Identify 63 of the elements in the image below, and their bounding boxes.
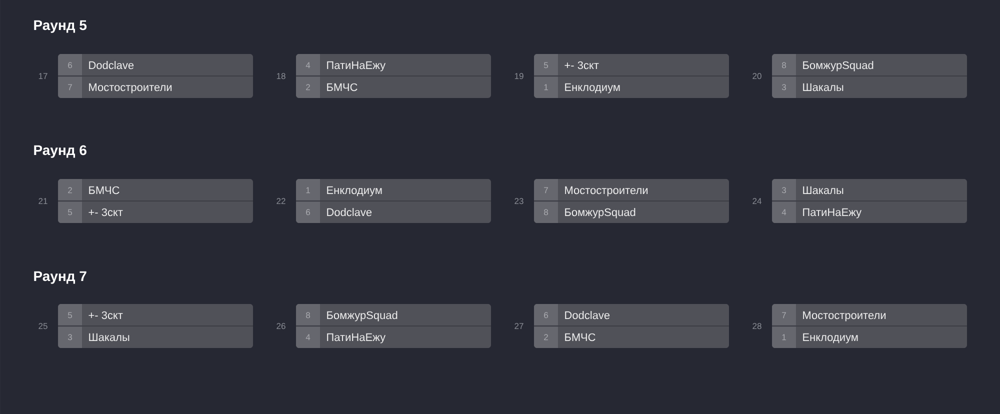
- team-name: БМЧС: [327, 83, 358, 92]
- team-name: Шакалы: [803, 83, 844, 92]
- seed-cell: 1: [296, 179, 320, 200]
- match-number: 25: [38, 323, 48, 330]
- match-number: 24: [752, 198, 762, 204]
- round-heading: Раунд 5: [34, 20, 87, 33]
- seed-cell: 4: [296, 326, 320, 348]
- team-name: Шакалы: [89, 333, 130, 342]
- seed-cell: 7: [534, 179, 558, 200]
- match-number: 20: [752, 73, 762, 80]
- team-name: ПатиНаЕжу: [803, 208, 862, 218]
- team-name: БомжурSquad: [565, 208, 636, 218]
- match-number: 23: [514, 198, 524, 204]
- seed-cell: 6: [296, 202, 320, 223]
- team-name: БМЧС: [89, 186, 120, 194]
- match-number: 22: [276, 198, 286, 204]
- team-name: ПатиНаЕжу: [327, 333, 386, 344]
- team-name: Мостостроители: [89, 83, 172, 94]
- match-number: 21: [38, 198, 48, 204]
- seed-cell: 2: [58, 179, 82, 200]
- seed-cell: 5: [58, 304, 82, 326]
- match-number: 26: [276, 323, 286, 330]
- seed-cell: 1: [772, 326, 796, 348]
- seed-cell: 4: [772, 202, 796, 223]
- seed-cell: 8: [296, 304, 320, 326]
- seed-cell: 4: [296, 54, 320, 76]
- team-name: ПатиНаЕжу: [327, 61, 386, 72]
- seed-cell: 3: [58, 326, 82, 348]
- team-name: БомжурSquad: [327, 311, 398, 322]
- seed-cell: 7: [58, 76, 82, 98]
- seed-cell: 8: [534, 202, 558, 223]
- seed-cell: 3: [772, 76, 796, 98]
- seed-cell: 5: [534, 54, 558, 76]
- seed-cell: 7: [772, 304, 796, 326]
- team-name: +- 3скт: [564, 61, 599, 70]
- round-heading: Раунд 7: [34, 271, 86, 284]
- seed-cell: 3: [772, 179, 796, 200]
- team-name: Енклодиум: [327, 186, 382, 196]
- round-heading: Раунд 6: [34, 145, 86, 158]
- team-name: +- 3скт: [88, 311, 123, 320]
- team-name: Енклодиум: [565, 83, 620, 94]
- team-name: Енклодиум: [803, 333, 858, 344]
- team-name: Dodclave: [327, 208, 372, 216]
- seed-cell: 5: [58, 202, 82, 223]
- seed-cell: 6: [58, 54, 82, 76]
- team-name: Dodclave: [565, 311, 610, 320]
- match-number: 19: [514, 73, 524, 80]
- match-number: 27: [514, 323, 524, 329]
- team-name: Шакалы: [803, 186, 844, 194]
- match-number: 28: [752, 323, 762, 330]
- match-number: 17: [38, 73, 48, 79]
- seed-cell: 1: [534, 76, 558, 98]
- team-name: Dodclave: [89, 61, 134, 70]
- team-name: Мостостроители: [803, 311, 886, 322]
- seed-cell: 2: [296, 76, 320, 98]
- team-name: Мостостроители: [565, 186, 648, 196]
- match-number: 18: [276, 73, 286, 80]
- team-name: БомжурSquad: [803, 61, 874, 72]
- team-name: +- 3скт: [88, 208, 123, 216]
- seed-cell: 2: [534, 326, 558, 348]
- seed-cell: 8: [772, 54, 796, 76]
- team-name: БМЧС: [565, 333, 596, 342]
- seed-cell: 6: [534, 304, 558, 326]
